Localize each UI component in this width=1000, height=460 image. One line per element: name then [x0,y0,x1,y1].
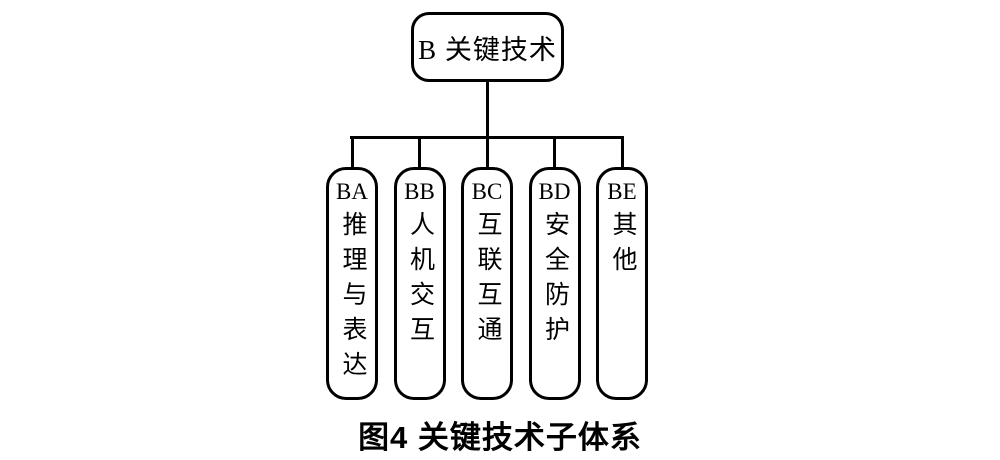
child-node-bd: BD 安全防护 [528,167,581,400]
child-node-code: BA [336,179,368,204]
child-node-code: BD [538,179,571,204]
child-node-name: 互联互通 [474,211,501,351]
child-node-be: BE 其他 [596,167,648,400]
connector-stub-bc [485,136,489,170]
child-node-name: 推理与表达 [339,211,366,386]
connector-trunk [486,80,489,138]
child-node-code: BE [607,179,637,204]
connector-stub-be [620,136,624,170]
child-node-bb: BB 人机交互 [393,167,446,400]
connector-stub-ba [350,136,354,170]
connector-stub-bb [418,136,421,170]
child-node-bc: BC 互联互通 [461,167,513,400]
child-node-name: 其他 [609,211,636,281]
child-node-name: 安全防护 [541,211,569,351]
child-node-ba: BA 推理与表达 [326,167,378,400]
root-node-key-technology: B 关键技术 [411,12,564,82]
child-node-code: BC [471,179,503,204]
child-node-code: BB [404,179,435,204]
connector-stub-bd [553,136,556,170]
child-node-name: 人机交互 [406,211,434,351]
figure-caption: 图4 关键技术子体系 [358,420,642,455]
